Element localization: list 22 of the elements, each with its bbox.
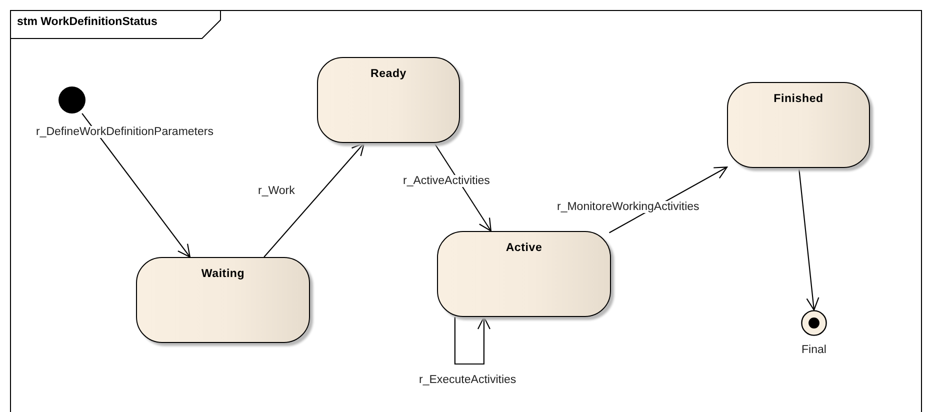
transition-arrow (434, 142, 492, 232)
state-name: Finished (772, 93, 824, 105)
edge-label: r_DefineWorkDefinitionParameters (35, 126, 214, 138)
transition-arrow (82, 113, 190, 258)
diagram-title: stm WorkDefinitionStatus (17, 16, 158, 28)
state-box (437, 231, 611, 317)
final-state-symbol (801, 310, 827, 336)
initial-state-dot (58, 86, 86, 114)
state-name: Active (504, 242, 544, 254)
state-box (136, 257, 310, 343)
edge-label: r_MonitoreWorkingActivities (556, 201, 700, 213)
state-label: Final (800, 344, 828, 356)
state-box (727, 82, 870, 168)
state-box (317, 57, 460, 143)
edge-label: r_ExecuteActivities (418, 374, 518, 386)
transition-arrow (454, 316, 491, 365)
state-name: Ready (369, 68, 408, 80)
state-name: Waiting (200, 268, 246, 280)
transition-arrow (798, 168, 820, 311)
edge-label: r_ActiveActivities (402, 175, 491, 187)
edge-label: r_Work (257, 185, 296, 197)
transition-arrow (264, 142, 365, 258)
